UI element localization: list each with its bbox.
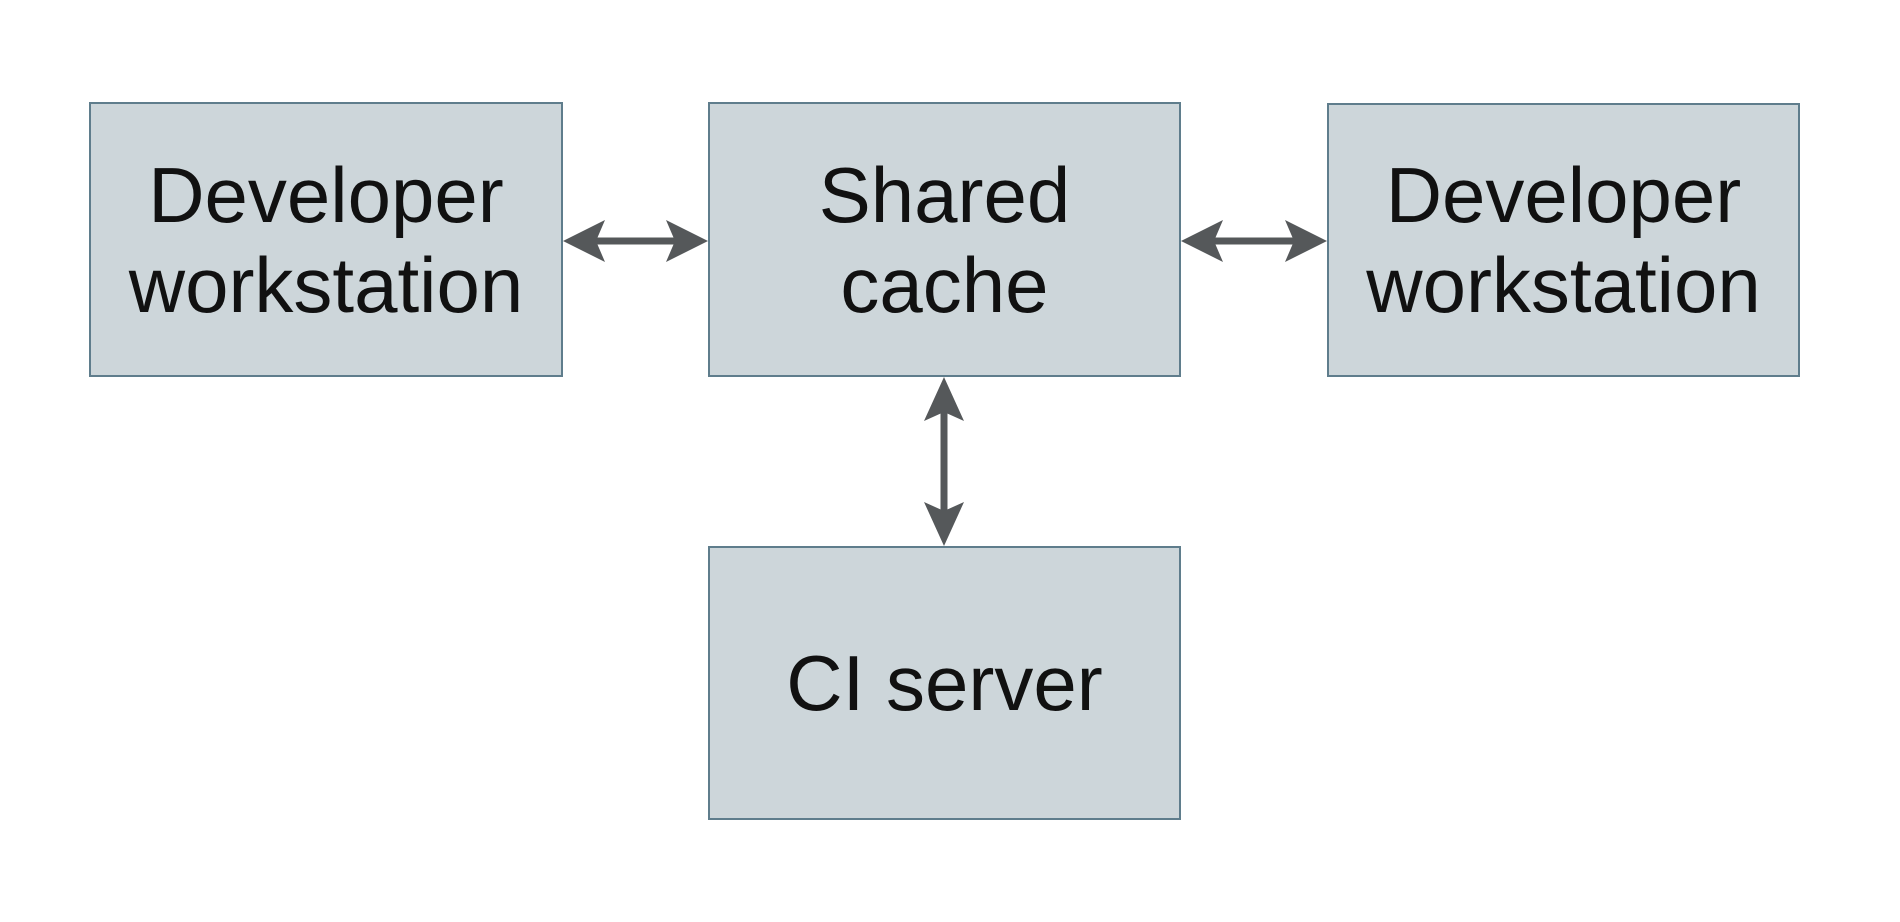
- node-label-line: Developer: [1385, 151, 1742, 239]
- node-label-line: Developer: [148, 150, 504, 239]
- node-ci-server: CI server: [708, 546, 1181, 820]
- node-developer-workstation-right: Developer workstation: [1327, 103, 1800, 377]
- node-shared-cache: Shared cache: [708, 102, 1181, 377]
- node-label-line: Shared: [818, 150, 1071, 239]
- node-developer-workstation-left: Developer workstation: [89, 102, 563, 377]
- node-label-line: workstation: [128, 240, 524, 329]
- bidirectional-arrow-devleft-cache: [563, 214, 708, 268]
- node-label-line: CI server: [786, 639, 1103, 727]
- bidirectional-arrow-cache-devright: [1181, 214, 1327, 268]
- node-label-line: cache: [840, 240, 1049, 329]
- bidirectional-arrow-cache-ciserver: [922, 377, 966, 546]
- node-label-line: workstation: [1366, 241, 1761, 329]
